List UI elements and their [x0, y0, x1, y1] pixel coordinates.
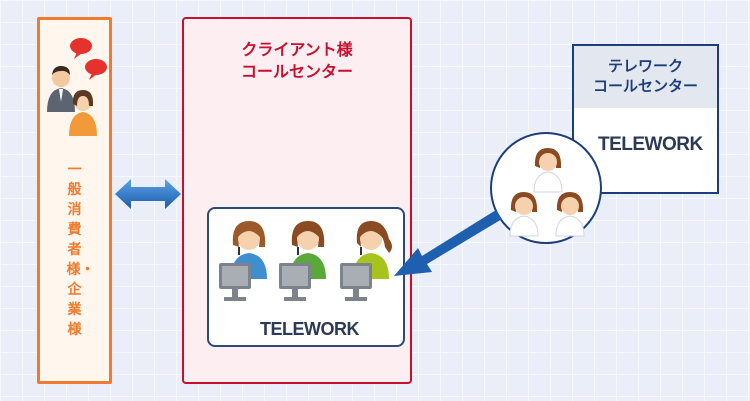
- telework-center-title: テレワーク コールセンター: [574, 46, 717, 108]
- remote-operators-illustration: [509, 148, 585, 237]
- monitor-icon: [279, 263, 311, 301]
- monitor-icon: [219, 263, 251, 301]
- remote-operators-circle: [490, 132, 602, 244]
- client-telework-logo: TELEWORK: [260, 319, 360, 340]
- client-center-title: クライアント様 コールセンター: [184, 39, 410, 83]
- client-title-line1: クライアント様: [241, 40, 353, 59]
- client-logo-text: TELEWORK: [260, 319, 360, 339]
- telework-logo-text: TELEWORK: [598, 134, 703, 155]
- telework-title-line1: テレワーク: [607, 57, 683, 75]
- operator-icon: [533, 148, 563, 193]
- customers-icon: [47, 38, 107, 136]
- arrow-icon: [394, 210, 502, 276]
- operator-icon: [509, 192, 539, 237]
- telework-call-center-box: テレワーク コールセンター TELEWORK: [572, 44, 719, 194]
- consumer-label: 一般消費者様・企業様: [66, 162, 95, 338]
- speech-bubble-icon: [70, 38, 107, 80]
- bidirectional-arrow-icon: [115, 179, 181, 209]
- monitor-icon: [340, 263, 372, 301]
- client-operators-panel: TELEWORK: [207, 207, 405, 347]
- telework-logo: TELEWORK: [598, 134, 703, 156]
- telework-title-line2: コールセンター: [592, 77, 698, 95]
- operators-illustration: [219, 221, 392, 301]
- operator-icon: [555, 192, 585, 237]
- operator-icon: [231, 221, 267, 279]
- consumer-box: 一般消費者様・企業様: [37, 17, 112, 384]
- client-title-line2: コールセンター: [240, 62, 353, 81]
